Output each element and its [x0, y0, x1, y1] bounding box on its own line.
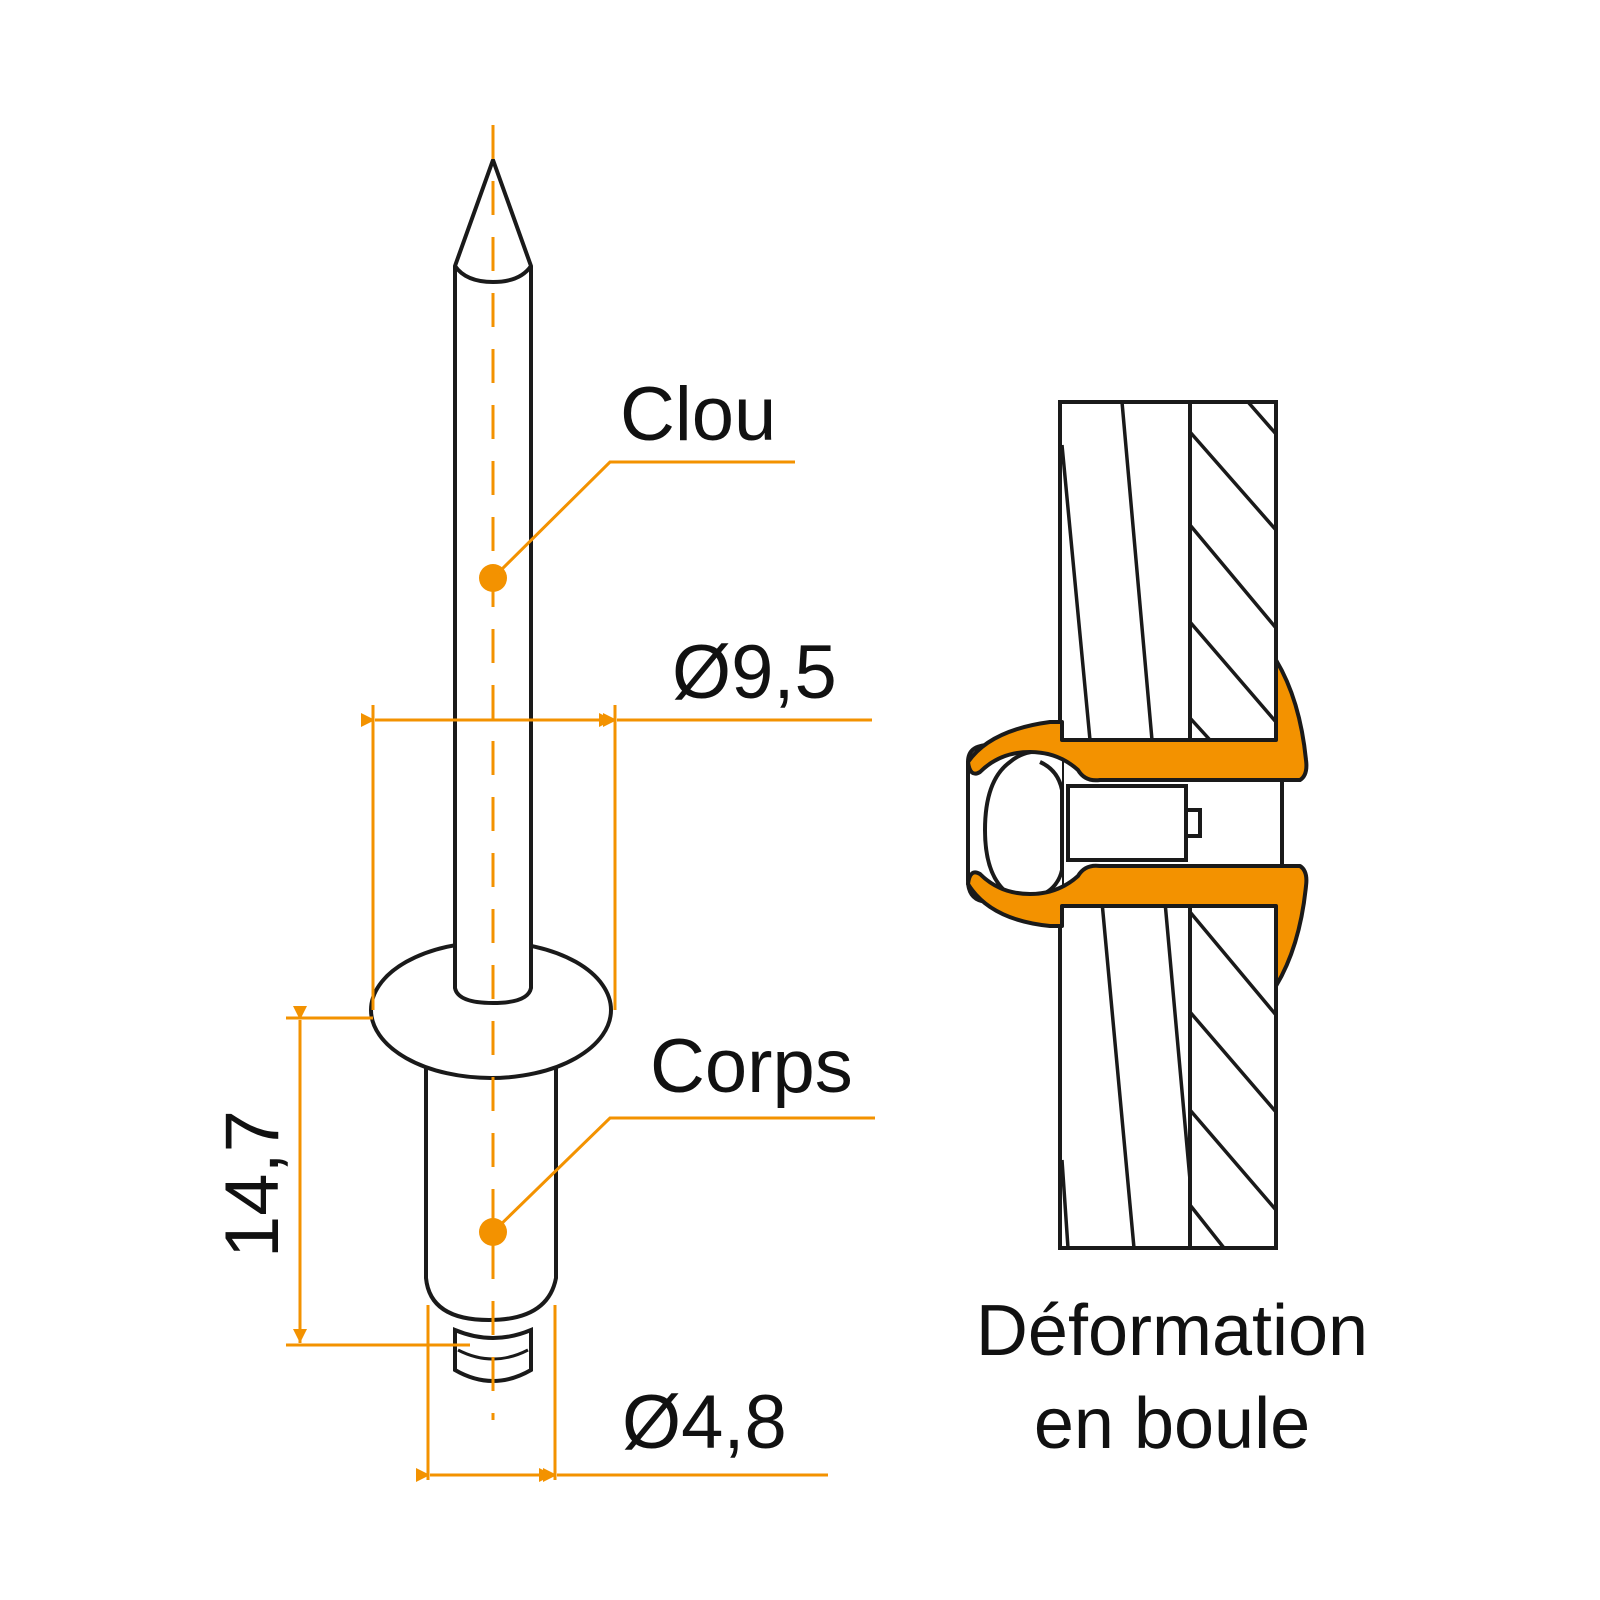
- caption-line-1: Déformation: [976, 1291, 1368, 1371]
- body-length-value: 14,7: [210, 1110, 295, 1258]
- nail-tail: [453, 1326, 533, 1383]
- body-label: Corps: [650, 1024, 853, 1109]
- nail-label: Clou: [620, 372, 776, 457]
- nail-leader: [479, 460, 795, 592]
- lower-plates: [1058, 900, 1278, 1250]
- head-diameter-value: Ø9,5: [672, 630, 837, 715]
- nail-tip: [453, 158, 533, 284]
- body-diameter-value: Ø4,8: [622, 1380, 787, 1465]
- head-diameter-dimension: [361, 705, 872, 1010]
- body-length-dimension: [286, 1006, 470, 1347]
- rivet-side-view: Clou Corps Ø9,5 14,7 Ø4,8: [210, 125, 875, 1482]
- rivet-section: [966, 658, 1309, 988]
- caption-line-2: en boule: [1034, 1384, 1310, 1464]
- body-diameter-dimension: [416, 1305, 828, 1482]
- installed-section-view: Déformation en boule: [966, 400, 1368, 1464]
- rivet-body-outline: [424, 1050, 558, 1323]
- body-leader: [479, 1116, 875, 1246]
- upper-plates: [1058, 400, 1278, 742]
